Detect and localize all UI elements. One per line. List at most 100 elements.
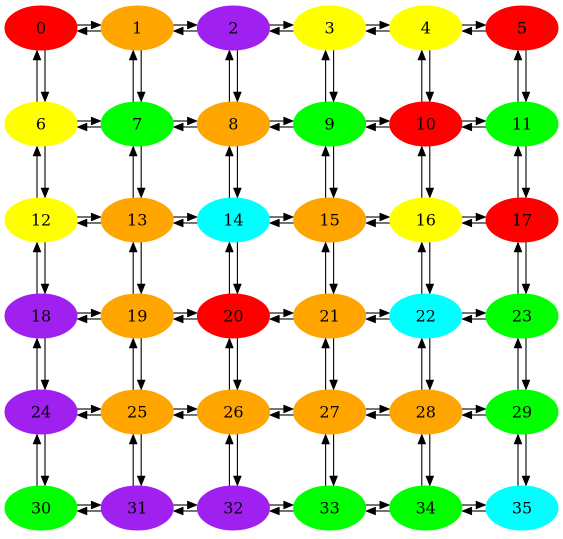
edge-7-to-1-arrowhead <box>128 49 138 61</box>
edge-31-to-25 <box>128 433 138 486</box>
edge-11-to-17 <box>521 146 531 199</box>
edge-3-to-4 <box>365 20 391 30</box>
node-24-label: 24 <box>31 403 51 422</box>
edge-10-to-16 <box>425 146 435 199</box>
node-2: 2 <box>196 5 270 51</box>
node-25-ellipse <box>100 389 174 435</box>
node-33-label: 33 <box>319 499 339 518</box>
edge-12-to-18-arrowhead <box>40 283 50 295</box>
edge-16-to-22 <box>425 242 435 295</box>
edge-22-to-21-arrowhead <box>364 314 376 324</box>
edge-17-to-23-arrowhead <box>521 283 531 295</box>
node-35: 35 <box>485 485 559 531</box>
edge-19-to-18-arrowhead <box>76 314 88 324</box>
edge-35-to-34-arrowhead <box>461 506 473 516</box>
edge-20-to-26-arrowhead <box>233 379 242 391</box>
edge-11-to-5 <box>513 49 523 102</box>
edge-28-to-34-arrowhead <box>425 475 435 487</box>
edge-33-to-32-arrowhead <box>268 506 280 516</box>
edge-0-to-1-arrowhead <box>90 20 102 30</box>
node-14-label: 14 <box>223 211 243 230</box>
node-29-ellipse <box>485 389 559 435</box>
edge-27-to-28 <box>365 404 391 414</box>
node-18-ellipse <box>4 293 78 339</box>
node-3-label: 3 <box>325 19 335 38</box>
node-13-label: 13 <box>127 211 147 230</box>
edge-6-to-12-arrowhead <box>40 187 50 199</box>
edge-26-to-32-arrowhead <box>233 475 242 487</box>
edge-27-to-26-arrowhead <box>268 410 280 420</box>
node-2-ellipse <box>196 5 270 51</box>
node-34-ellipse <box>389 485 463 531</box>
edge-10-to-11 <box>461 116 487 126</box>
edge-26-to-32 <box>233 434 242 487</box>
edge-33-to-27-arrowhead <box>321 433 330 445</box>
edge-27-to-21 <box>321 337 330 390</box>
edge-35-to-29 <box>513 433 523 486</box>
node-15-ellipse <box>293 197 367 243</box>
edge-3-to-9 <box>329 50 338 103</box>
edge-20-to-26 <box>233 338 242 391</box>
edge-13-to-12-arrowhead <box>76 218 88 228</box>
edge-13-to-7-arrowhead <box>128 145 138 157</box>
edge-1-to-2 <box>173 20 199 30</box>
node-27: 27 <box>293 389 367 435</box>
edge-15-to-16-arrowhead <box>379 212 391 222</box>
node-26: 26 <box>196 389 270 435</box>
edge-15-to-14 <box>268 218 294 228</box>
edge-7-to-8-arrowhead <box>187 116 199 126</box>
edge-25-to-19-arrowhead <box>128 337 138 349</box>
edge-24-to-18 <box>32 337 42 390</box>
edge-1-to-7 <box>136 50 146 103</box>
edge-15-to-21-arrowhead <box>329 283 338 295</box>
edge-33-to-34 <box>365 500 391 510</box>
edge-7-to-6 <box>76 122 102 132</box>
edge-22-to-16 <box>417 241 427 294</box>
edge-29-to-23-arrowhead <box>513 337 523 349</box>
node-1-ellipse <box>100 5 174 51</box>
node-34-label: 34 <box>416 499 436 518</box>
edge-7-to-13 <box>136 146 146 199</box>
edge-30-to-24-arrowhead <box>32 433 42 445</box>
edge-10-to-16-arrowhead <box>425 187 435 199</box>
edge-2-to-8 <box>233 50 242 103</box>
edge-13-to-14-arrowhead <box>187 212 199 222</box>
edge-12-to-18 <box>40 242 50 295</box>
node-7-ellipse <box>100 101 174 147</box>
node-11-ellipse <box>485 101 559 147</box>
edge-26-to-25-arrowhead <box>172 410 184 420</box>
edge-18-to-12 <box>32 241 42 294</box>
edge-35-to-34 <box>461 506 486 516</box>
node-30: 30 <box>4 485 78 531</box>
edge-3-to-2-arrowhead <box>268 26 280 36</box>
edge-29-to-35-arrowhead <box>521 475 531 487</box>
node-17: 17 <box>485 197 559 243</box>
edge-8-to-7-arrowhead <box>172 122 184 132</box>
edge-30-to-31-arrowhead <box>90 500 102 510</box>
edge-0-to-1 <box>77 20 102 30</box>
edge-17-to-16-arrowhead <box>461 218 473 228</box>
node-5-ellipse <box>485 5 559 51</box>
node-21: 21 <box>293 293 367 339</box>
edge-23-to-17 <box>513 241 523 294</box>
edge-7-to-1 <box>128 49 138 102</box>
node-3: 3 <box>293 5 367 51</box>
edge-21-to-22-arrowhead <box>379 308 391 318</box>
edge-25-to-31 <box>136 434 146 487</box>
edge-16-to-15-arrowhead <box>364 218 376 228</box>
edge-15-to-14-arrowhead <box>268 218 280 228</box>
node-11-label: 11 <box>512 115 532 134</box>
edge-19-to-13 <box>128 241 138 294</box>
node-0: 0 <box>4 5 78 51</box>
edge-29-to-28 <box>461 410 486 420</box>
node-32-label: 32 <box>223 499 243 518</box>
edge-21-to-27 <box>329 338 338 391</box>
node-22: 22 <box>389 293 463 339</box>
edge-23-to-22 <box>461 314 486 324</box>
edge-11-to-10 <box>461 122 486 132</box>
edge-28-to-34 <box>425 434 435 487</box>
edge-20-to-14 <box>225 241 234 294</box>
edge-16-to-10-arrowhead <box>417 145 427 157</box>
edge-1-to-0-arrowhead <box>76 26 88 36</box>
edge-22-to-23 <box>461 308 487 318</box>
